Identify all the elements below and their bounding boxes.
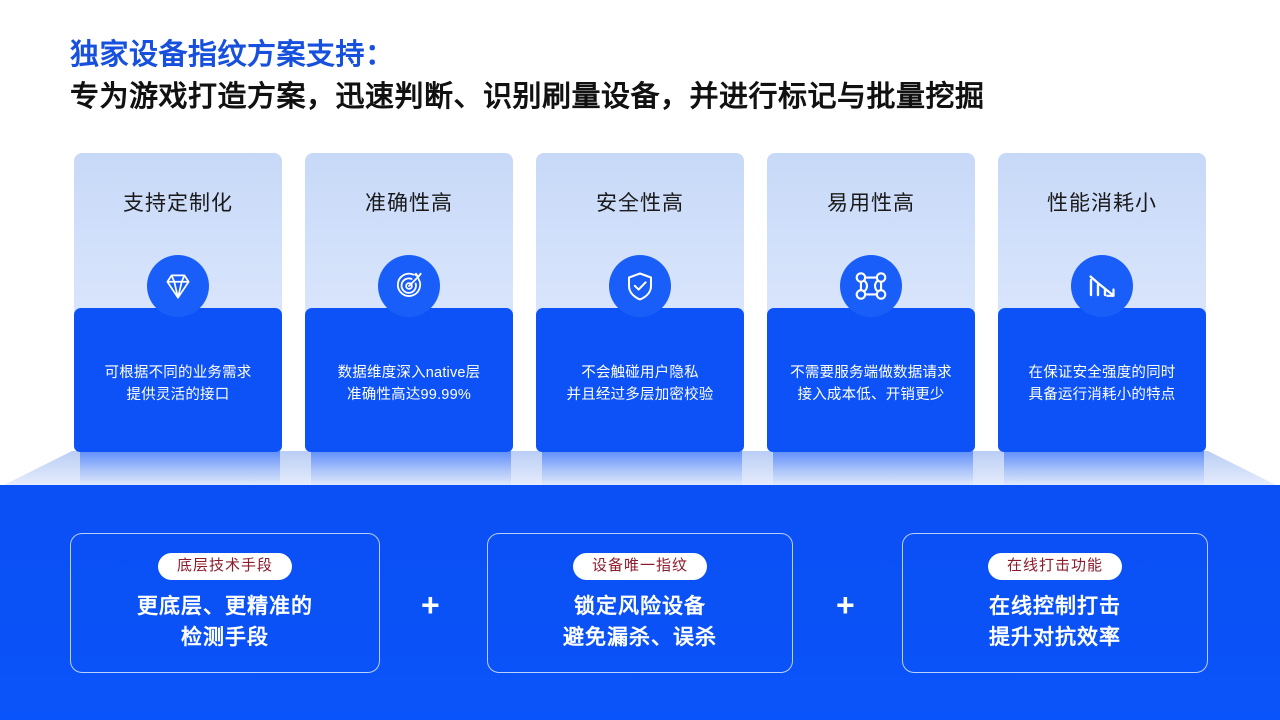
card-reflection [311, 451, 511, 487]
target-arrow-icon [378, 255, 440, 317]
feature-card-body: 在保证安全强度的同时 具备运行消耗小的特点 [998, 308, 1206, 452]
feature-card[interactable]: 准确性高 数据维度深入native层 准确性高达99.99% [305, 153, 513, 452]
bottom-feature-title: 在线控制打击 提升对抗效率 [989, 595, 1121, 649]
plus-icon: + [421, 587, 440, 623]
network-nodes-icon [840, 255, 902, 317]
bottom-feature-title: 锁定风险设备 避免漏杀、误杀 [563, 595, 717, 649]
feature-card-body: 不会触碰用户隐私 并且经过多层加密校验 [536, 308, 744, 452]
status-badge: 在线打击功能 [987, 552, 1122, 581]
feature-card-list: 支持定制化 可根据不同的业务需求 提供灵活的接口 准确性高 [74, 153, 1206, 452]
feature-card-title: 支持定制化 [123, 192, 233, 215]
feature-card-description: 可根据不同的业务需求 提供灵活的接口 [104, 364, 252, 403]
feature-card[interactable]: 安全性高 不会触碰用户隐私 并且经过多层加密校验 [536, 153, 744, 452]
bottom-blue-panel [0, 485, 1280, 720]
feature-card-body: 可根据不同的业务需求 提供灵活的接口 [74, 308, 282, 452]
shield-check-icon [609, 255, 671, 317]
bottom-feature-title: 更底层、更精准的 检测手段 [137, 595, 313, 649]
feature-card-body: 数据维度深入native层 准确性高达99.99% [305, 308, 513, 452]
page-title-line2: 专为游戏打造方案，迅速判断、识别刷量设备，并进行标记与批量挖掘 [70, 81, 985, 114]
bottom-feature-box[interactable]: 底层技术手段 更底层、更精准的 检测手段 [70, 533, 380, 673]
feature-card-title: 性能消耗小 [1047, 192, 1157, 215]
feature-card[interactable]: 易用性高 [767, 153, 975, 452]
feature-card-description: 数据维度深入native层 准确性高达99.99% [337, 364, 481, 403]
feature-card-title: 安全性高 [596, 192, 684, 215]
card-reflection [773, 451, 973, 487]
page-title-line1: 独家设备指纹方案支持： [70, 39, 395, 71]
bottom-feature-row: 底层技术手段 更底层、更精准的 检测手段 + 设备唯一指纹 锁定风险设备 避免漏… [0, 533, 1280, 673]
feature-card-title: 易用性高 [827, 192, 915, 215]
feature-card[interactable]: 支持定制化 可根据不同的业务需求 提供灵活的接口 [74, 153, 282, 452]
feature-card-body: 不需要服务端做数据请求 接入成本低、开销更少 [767, 308, 975, 452]
plus-icon: + [836, 587, 855, 623]
status-badge: 设备唯一指纹 [572, 552, 707, 581]
status-badge: 底层技术手段 [157, 552, 292, 581]
bottom-feature-box[interactable]: 设备唯一指纹 锁定风险设备 避免漏杀、误杀 [487, 533, 793, 673]
feature-card-description: 不会触碰用户隐私 并且经过多层加密校验 [566, 364, 714, 403]
feature-card-title: 准确性高 [365, 192, 453, 215]
feature-card-description: 不需要服务端做数据请求 接入成本低、开销更少 [790, 364, 952, 403]
diamond-icon [147, 255, 209, 317]
card-reflection [1004, 451, 1204, 487]
chart-down-icon [1071, 255, 1133, 317]
card-reflection [542, 451, 742, 487]
stage-reflections [0, 451, 1280, 487]
card-reflection [80, 451, 280, 487]
feature-card-description: 在保证安全强度的同时 具备运行消耗小的特点 [1028, 364, 1176, 403]
bottom-feature-box[interactable]: 在线打击功能 在线控制打击 提升对抗效率 [902, 533, 1208, 673]
page-title: 独家设备指纹方案支持： 专为游戏打造方案，迅速判断、识别刷量设备，并进行标记与批… [70, 36, 1190, 117]
feature-card[interactable]: 性能消耗小 在保证安全强度的同时 具备运行消耗小的特点 [998, 153, 1206, 452]
